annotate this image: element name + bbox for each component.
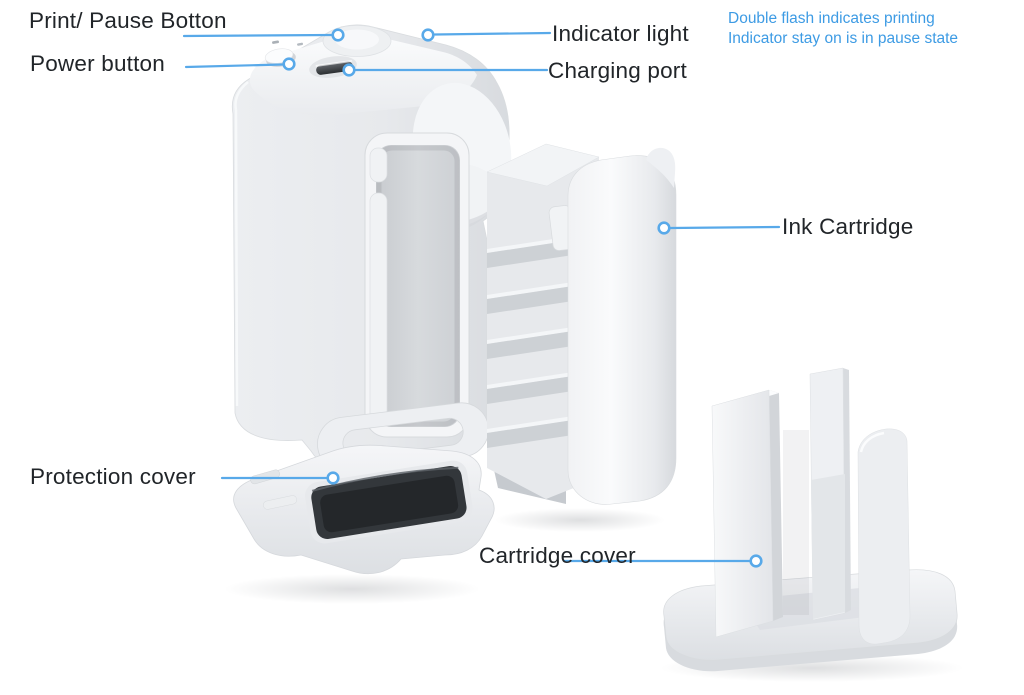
note-line-2: Indicator stay on is in pause state (728, 30, 959, 47)
printer-body (231, 24, 512, 472)
label-print-pause-button: Print/ Pause Botton (29, 8, 227, 33)
callout-dot-print-pause (331, 28, 345, 42)
power-icon-mark (272, 40, 280, 44)
protection-cover (233, 444, 495, 575)
callout-line-indicator (433, 31, 552, 36)
charging-port-slot-highlight (315, 60, 353, 67)
stand-left-wall-side (769, 390, 783, 621)
shadow-ink-cartridge (495, 508, 665, 532)
stand-left-wall (711, 389, 774, 638)
label-protection-cover: Protection cover (30, 464, 196, 489)
ink-cartridge (486, 143, 677, 505)
label-indicator-light: Indicator light (552, 21, 689, 46)
callout-line-print-pause (182, 33, 333, 38)
label-charging-port: Charging port (548, 58, 687, 83)
label-ink-cartridge: Ink Cartridge (782, 214, 914, 239)
cover-slot-1 (250, 469, 280, 485)
indicator-behavior-note: Double flash indicates printing Indicato… (728, 9, 958, 49)
cavity-rail-notch (369, 147, 388, 183)
stand-inner-wall-shadow (783, 430, 809, 615)
cartridge-top-face (486, 143, 600, 187)
callout-dot-power (282, 57, 296, 71)
printer-left-edge-highlight (234, 81, 249, 407)
label-cartridge-cover: Cartridge cover (479, 543, 636, 568)
print-pause-button-dome (335, 29, 379, 50)
callout-dot-cartridge-cover (749, 554, 763, 568)
callout-dot-protection-cover (326, 471, 340, 485)
cartridge-ribs (487, 236, 573, 448)
printhead-window-highlight (311, 466, 459, 492)
mode-icon-mark (297, 42, 304, 46)
printhead-window-floor (320, 475, 459, 533)
stand-back-tab-lower-shade (811, 474, 845, 619)
callout-dot-ink-cartridge (657, 221, 671, 235)
printer-top-face (249, 34, 477, 116)
cartridge-cover-stand (663, 367, 958, 672)
note-line-1: Double flash indicates printing (728, 10, 935, 27)
callouts (182, 28, 781, 568)
cavity-rail (369, 192, 388, 426)
callout-line-ink-cartridge (669, 225, 781, 230)
callout-dot-indicator (421, 28, 435, 42)
stand-right-wall (857, 428, 911, 645)
callout-dot-charging (342, 63, 356, 77)
label-power-button: Power button (30, 51, 165, 76)
cartridge-curved-cover (567, 155, 677, 505)
cavity-interior (376, 145, 460, 427)
cartridge-cover-top-roll (646, 147, 676, 188)
cover-slot-2 (263, 495, 298, 510)
shadow-protection-cover (224, 574, 480, 604)
callout-line-power (184, 63, 284, 69)
stand-right-wall-highlight (859, 431, 885, 453)
